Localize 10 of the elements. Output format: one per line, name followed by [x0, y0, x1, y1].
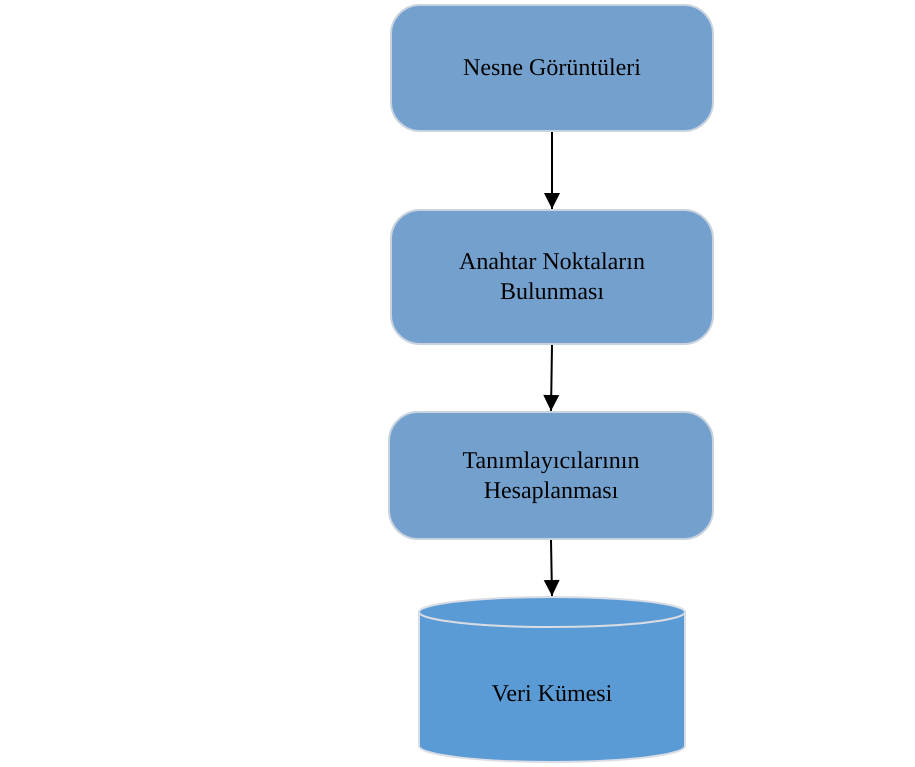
- node-label: Tanımlayıcılarının Hesaplanması: [462, 446, 640, 506]
- arrow: [544, 132, 560, 209]
- process-box: [388, 411, 714, 540]
- process-box: [390, 209, 714, 345]
- arrow: [544, 540, 560, 596]
- arrow: [543, 344, 560, 412]
- process-box: [390, 4, 714, 132]
- node-label: Anahtar Noktaların Bulunması: [458, 248, 646, 307]
- node-label: Nesne Görüntüleri: [463, 54, 641, 83]
- node-label: Veri Kümesi: [492, 680, 612, 709]
